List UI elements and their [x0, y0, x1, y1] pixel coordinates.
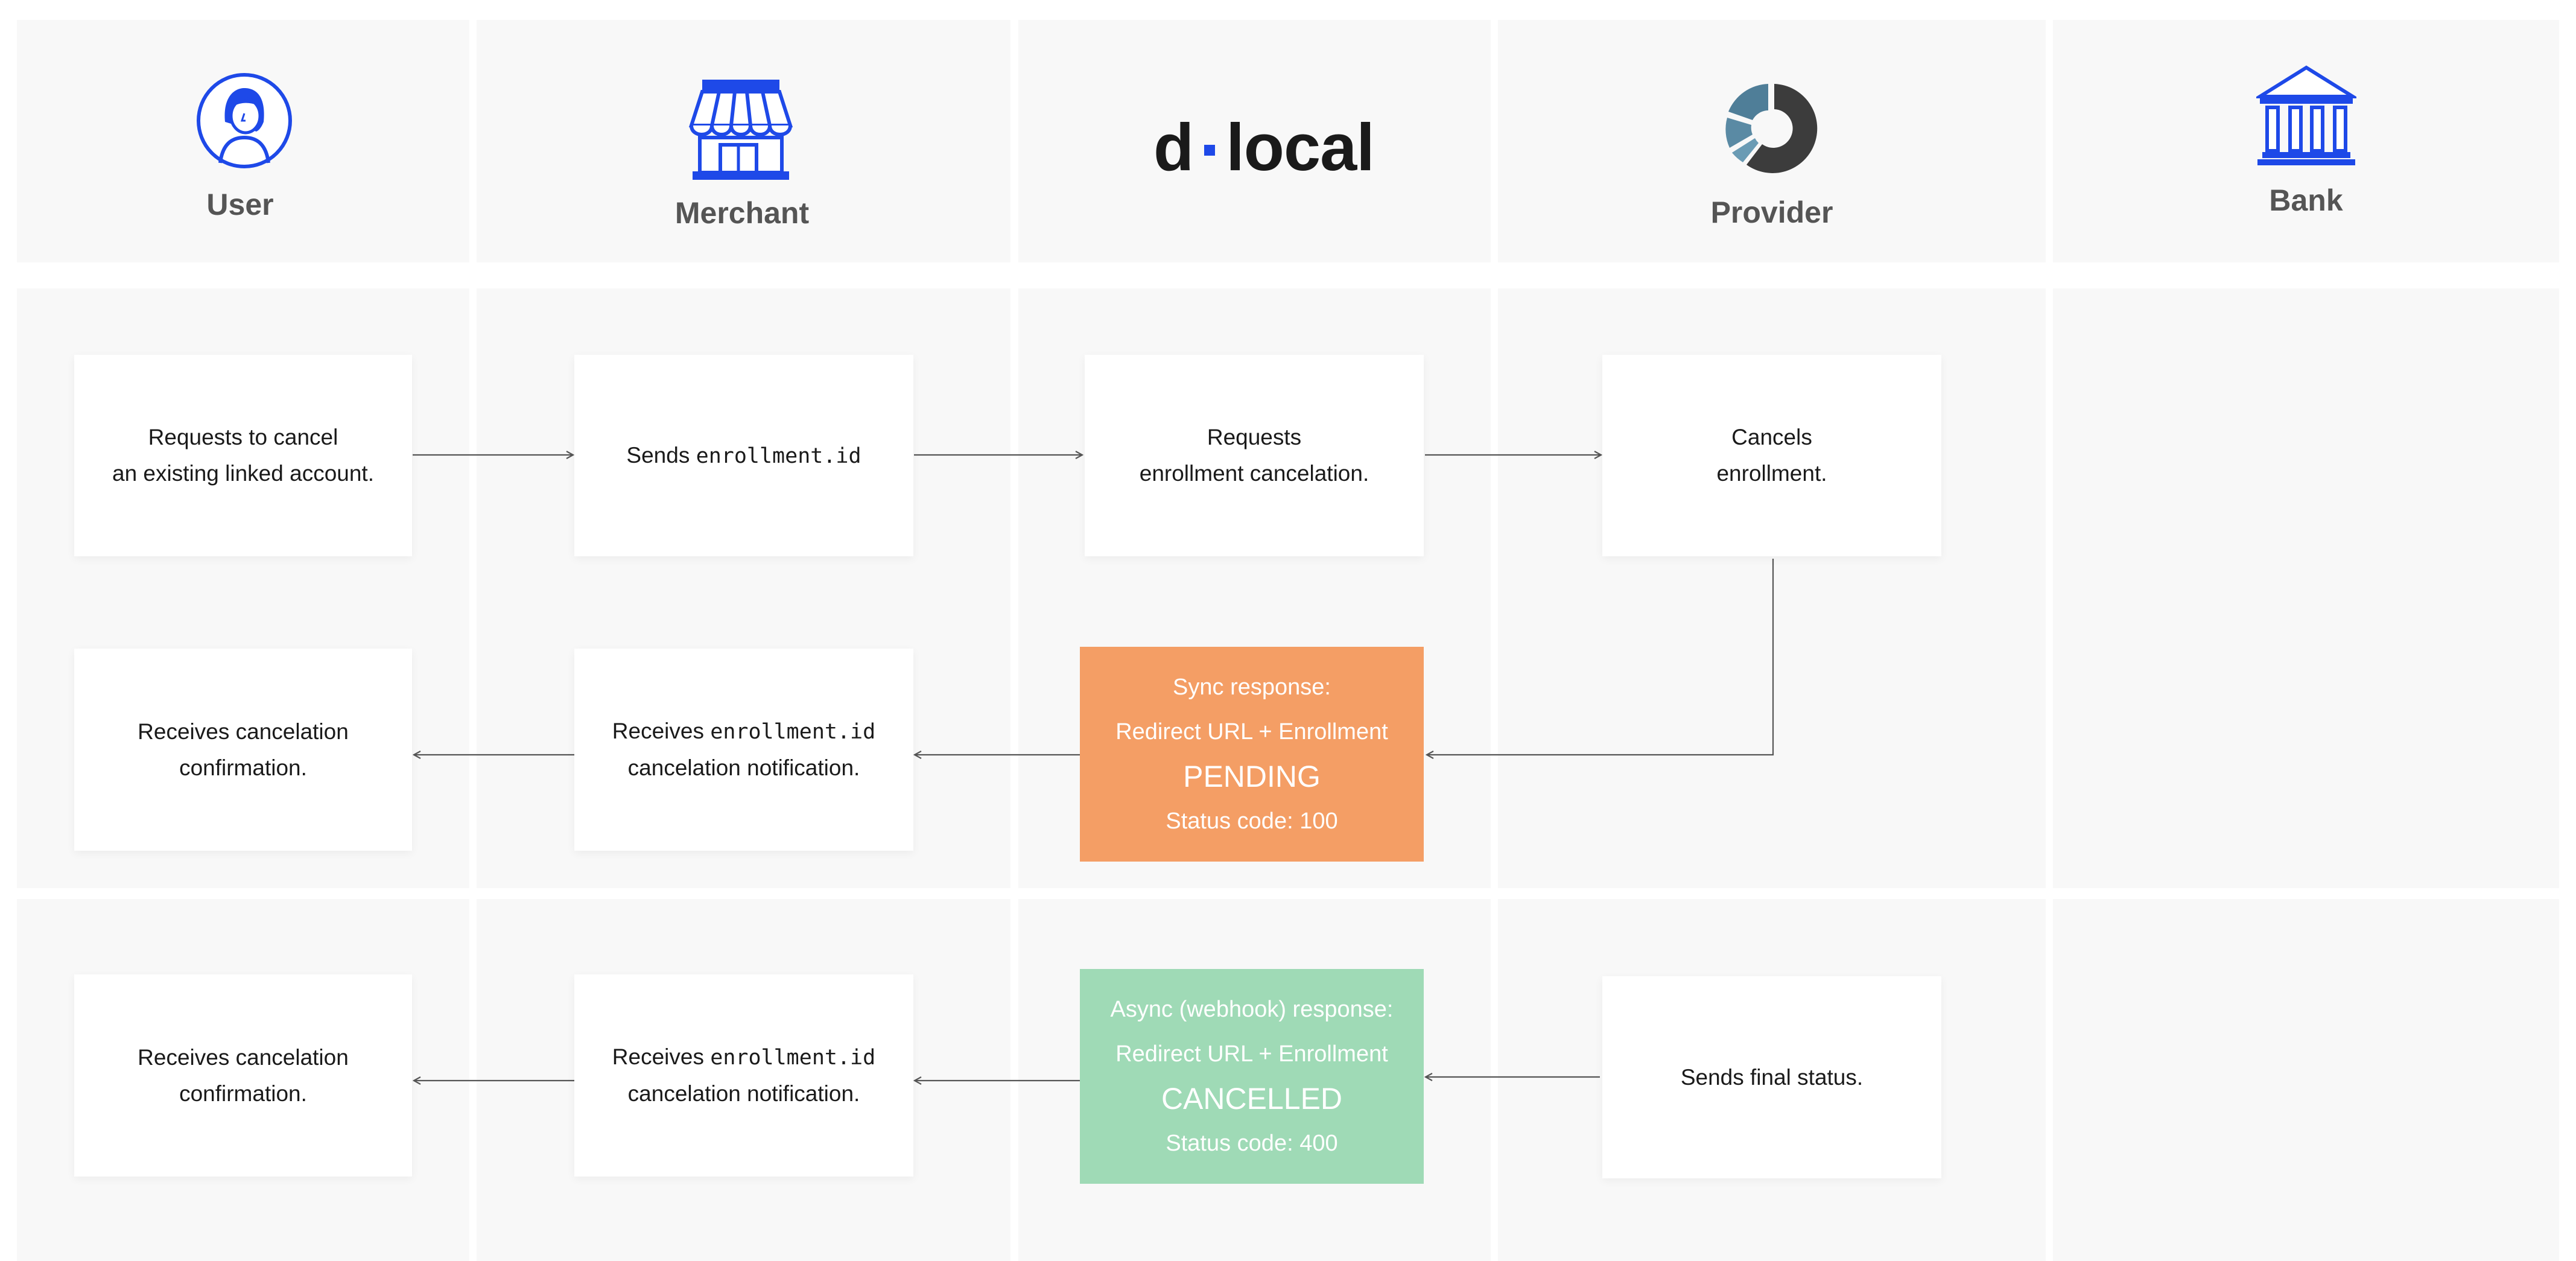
sync-response-redirect: Redirect URL + Enrollment — [1115, 719, 1388, 745]
lane-title-merchant: Merchant — [674, 196, 810, 230]
user-avatar-icon — [197, 73, 292, 168]
sync-response-code: Status code: 100 — [1166, 808, 1338, 834]
step-dlocal-request-cancel: Requests enrollment cancelation. — [1085, 355, 1424, 556]
lane-title-user: User — [206, 188, 274, 221]
step-merchant-receive-notification-async-line2: cancelation notification. — [627, 1081, 860, 1106]
async-response-code: Status code: 400 — [1166, 1131, 1338, 1156]
step-user-receive-confirmation-async: Receives cancelation confirmation. — [74, 974, 412, 1177]
step-merchant-receive-notification-async: Receives enrollment.id cancelation notif… — [574, 974, 913, 1177]
step-dlocal-request-cancel-line1: Requests — [1207, 425, 1302, 449]
step-user-receive-confirmation-sync-line1: Receives cancelation — [138, 719, 349, 744]
sync-response-state: PENDING — [1183, 760, 1321, 793]
step-merchant-receive-notification-sync-code: enrollment.id — [710, 720, 876, 744]
lane-title-provider: Provider — [1710, 195, 1833, 229]
async-response-cancelled-box: Async (webhook) response: Redirect URL +… — [1080, 969, 1424, 1184]
body-cell-bank-b — [2053, 899, 2559, 1261]
step-provider-send-final-status-line1: Sends final status. — [1680, 1064, 1864, 1090]
header-cell-bank — [2053, 20, 2559, 262]
sync-response-title: Sync response: — [1173, 675, 1331, 700]
step-provider-send-final-status: Sends final status. — [1602, 976, 1941, 1178]
storefront-icon — [688, 80, 793, 180]
sync-response-pending-box: Sync response: Redirect URL + Enrollment… — [1080, 647, 1424, 862]
header-cell-provider — [1498, 20, 2046, 262]
dlocal-logo-right: local — [1226, 110, 1375, 185]
step-merchant-receive-notification-async-code: enrollment.id — [710, 1046, 876, 1070]
step-user-receive-confirmation-sync-line2: confirmation. — [179, 755, 307, 780]
dlocal-logo-left: d — [1153, 110, 1194, 185]
dlocal-logo-dot — [1204, 144, 1216, 156]
step-user-request-cancel-line1: Requests to cancel — [148, 425, 338, 449]
arrow-provider-to-sync — [1427, 559, 1774, 755]
step-merchant-send-id-code: enrollment.id — [696, 443, 861, 468]
step-provider-cancel: Cancels enrollment. — [1602, 355, 1941, 556]
bank-building-icon — [2256, 65, 2356, 165]
lane-title-bank: Bank — [2269, 183, 2343, 217]
step-merchant-receive-notification-async-text: Receives — [612, 1044, 711, 1069]
step-provider-cancel-line1: Cancels — [1731, 425, 1812, 449]
step-merchant-send-id: Sends enrollment.id — [574, 355, 913, 556]
header-cell-dlocal — [1018, 20, 1491, 262]
step-user-receive-confirmation-sync: Receives cancelation confirmation. — [74, 649, 412, 851]
step-user-request-cancel-line2: an existing linked account. — [112, 461, 374, 486]
step-merchant-receive-notification-sync-text: Receives — [612, 719, 711, 743]
body-cell-bank-a — [2053, 288, 2559, 888]
provider-pie-icon — [1725, 84, 1818, 173]
async-response-state: CANCELLED — [1161, 1082, 1343, 1116]
step-provider-cancel-line2: enrollment. — [1716, 461, 1827, 486]
step-merchant-receive-notification-sync-line2: cancelation notification. — [627, 755, 860, 780]
step-merchant-send-id-text: Sends — [626, 442, 696, 468]
step-user-receive-confirmation-async-line2: confirmation. — [179, 1081, 307, 1106]
step-user-receive-confirmation-async-line1: Receives cancelation — [138, 1044, 349, 1070]
async-response-title: Async (webhook) response: — [1110, 997, 1394, 1022]
async-response-redirect: Redirect URL + Enrollment — [1115, 1041, 1388, 1067]
step-merchant-receive-notification-sync: Receives enrollment.id cancelation notif… — [574, 649, 913, 851]
step-user-request-cancel: Requests to cancel an existing linked ac… — [74, 355, 412, 556]
step-dlocal-request-cancel-line2: enrollment cancelation. — [1139, 461, 1369, 486]
